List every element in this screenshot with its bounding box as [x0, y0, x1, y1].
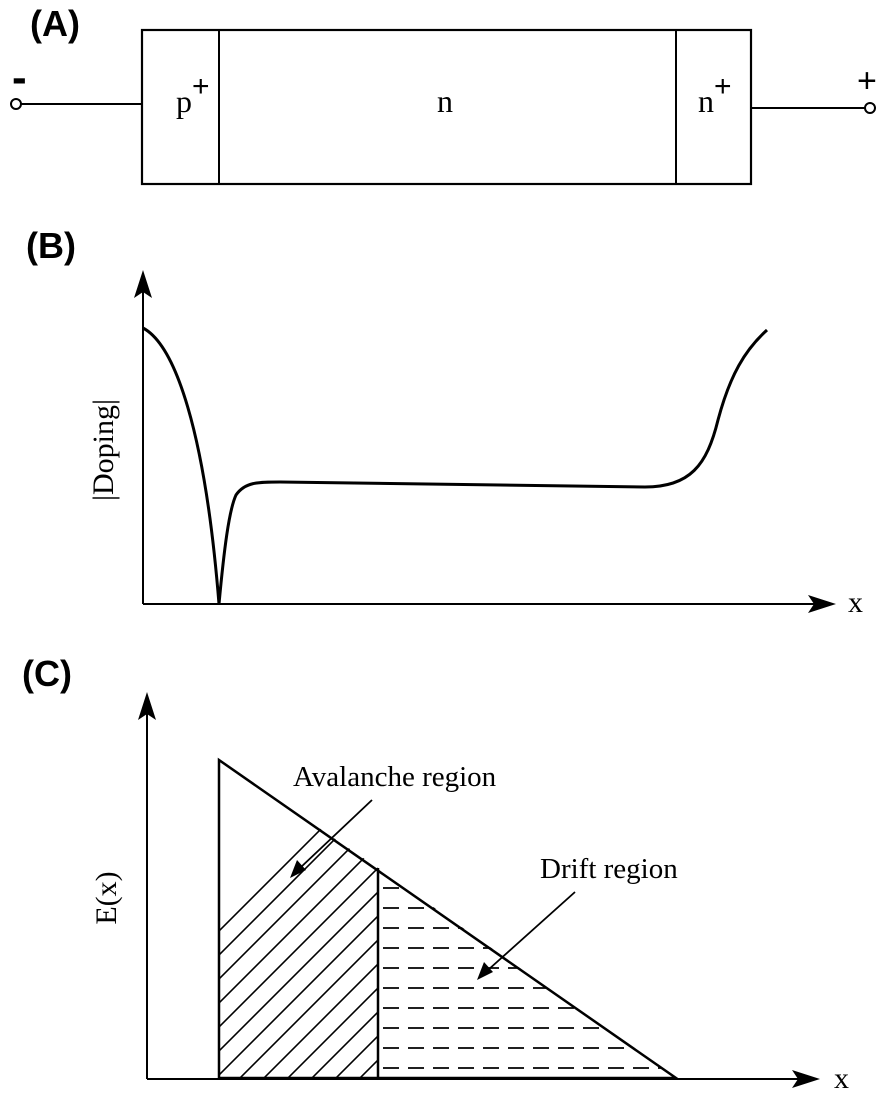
hatch-line: [219, 760, 378, 1078]
doping-y-axis-arrowhead: [134, 270, 152, 298]
hatch-line: [626, 720, 881, 1094]
panel-b: (B) x |Doping|: [26, 225, 863, 619]
field-triangle: [217, 757, 680, 1080]
hatch-line: [698, 720, 881, 1094]
hatch-line: [506, 720, 881, 1094]
panel-a: (A) - p+ n n+ +: [10, 3, 877, 186]
doping-profile-curve: [142, 326, 769, 605]
field-y-axis-arrowhead: [138, 692, 156, 720]
hatch-line: [219, 760, 378, 1078]
left-terminal: [10, 98, 22, 110]
right-terminal: [864, 102, 876, 114]
avalanche-pointer-arrowhead: [290, 860, 306, 878]
doping-x-axis-label: x: [848, 586, 863, 619]
hatch-line: [650, 720, 881, 1094]
minus-terminal-sign: -: [12, 53, 27, 102]
hatch-line: [219, 760, 378, 1078]
drift-region-label: Drift region: [540, 853, 678, 885]
panel-b-label: (B): [26, 225, 76, 266]
field-x-axis-arrowhead: [792, 1070, 820, 1088]
hatch-line: [219, 760, 378, 1078]
doping-x-axis-arrowhead: [808, 595, 836, 613]
hatch-line: [530, 720, 881, 1094]
avalanche-pointer-line: [299, 799, 373, 869]
hatch-line: [482, 720, 862, 1094]
hatch-line: [554, 720, 881, 1094]
plus-terminal-sign: +: [857, 62, 877, 100]
panel-c: (C) x E(x) Avalanche region Drift region: [22, 653, 881, 1094]
hatch-line: [219, 760, 378, 1078]
avalanche-region-label: Avalanche region: [293, 761, 497, 793]
hatch-line: [219, 760, 378, 1078]
hatch-line: [241, 760, 378, 1078]
field-x-axis-label: x: [834, 1062, 849, 1094]
drift-pointer-arrowhead: [477, 962, 493, 980]
panel-c-label: (C): [22, 653, 72, 694]
hatch-line: [602, 720, 881, 1094]
hatch-line: [458, 720, 838, 1094]
region-label-n-plus: n+: [698, 70, 732, 119]
drift-pointer-line: [487, 891, 576, 971]
hatch-line: [289, 760, 378, 1078]
hatch-line: [265, 760, 378, 1078]
region-label-n: n: [437, 83, 453, 119]
hatch-line: [578, 720, 881, 1094]
doping-y-axis-label: |Doping|: [87, 399, 120, 501]
panel-a-label: (A): [30, 3, 80, 44]
hatch-line: [219, 760, 378, 1078]
region-label-p-plus: p+: [176, 70, 210, 119]
field-y-axis-label: E(x): [90, 871, 123, 924]
hatch-line: [674, 720, 881, 1094]
